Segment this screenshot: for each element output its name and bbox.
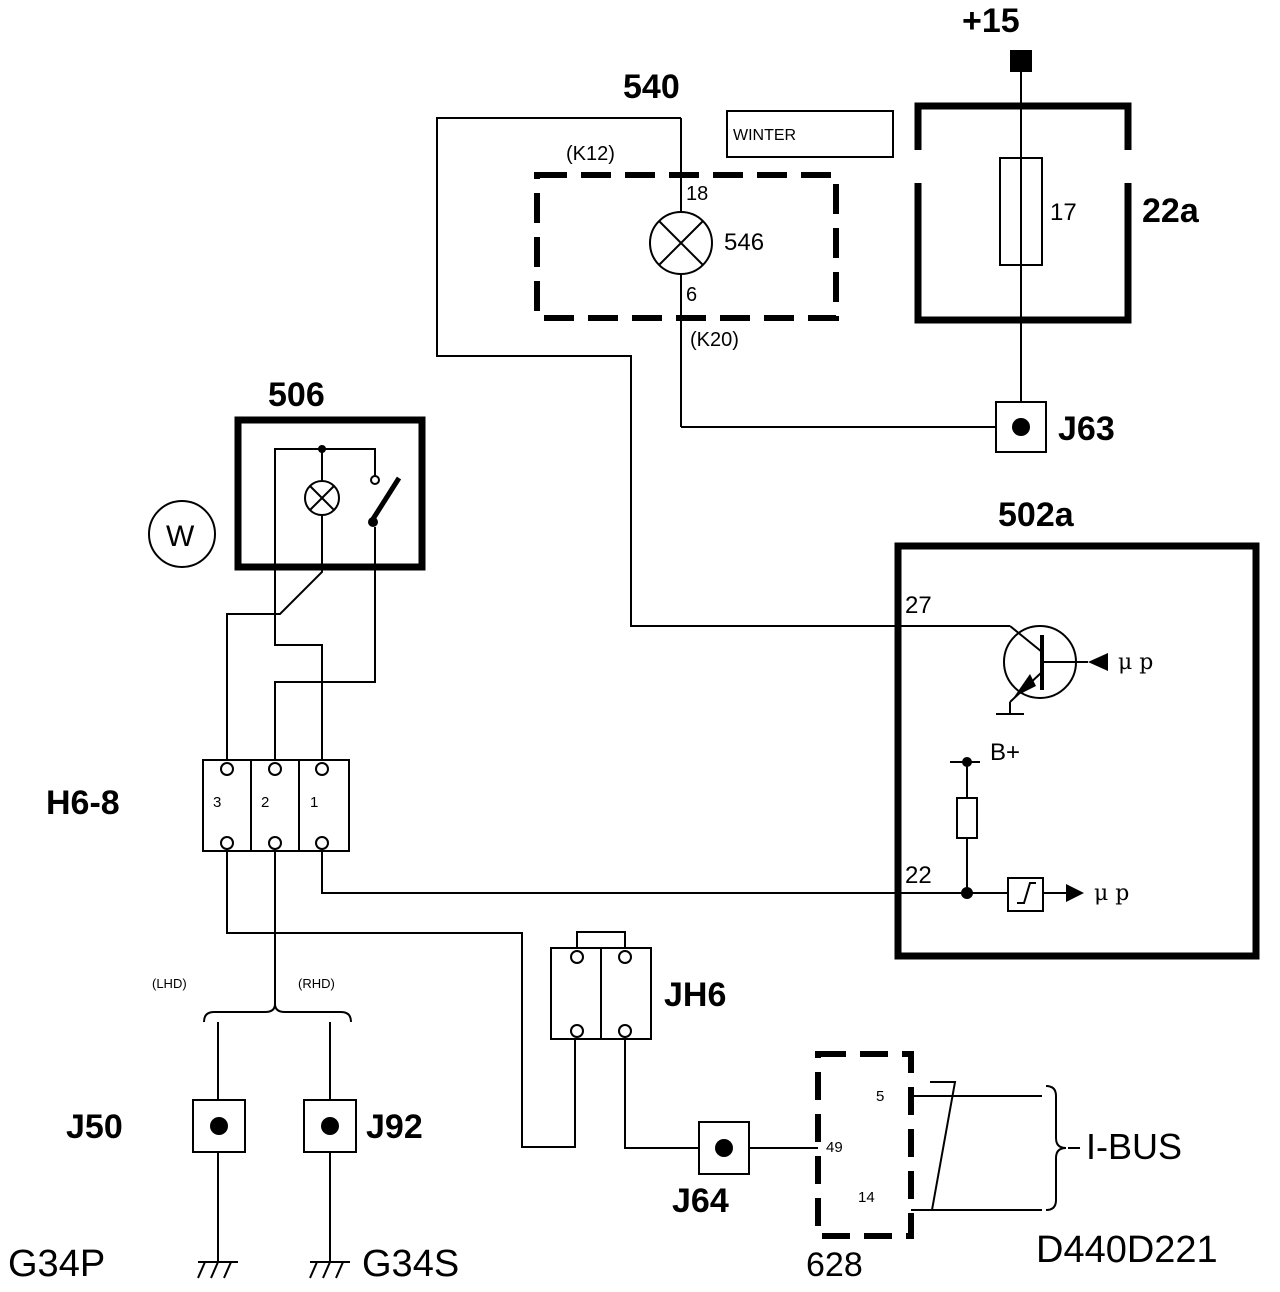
ground-right-label: G34S xyxy=(362,1243,459,1285)
switch-label: 506 xyxy=(268,376,325,414)
j92-label: J92 xyxy=(366,1108,423,1146)
fuse-box-label: 22a xyxy=(1142,192,1200,230)
cluster-pin-18: 18 xyxy=(686,183,708,205)
rhd-label: (RHD) xyxy=(298,976,335,991)
splice-j50: J50 xyxy=(66,1099,246,1153)
winter-label: WINTER xyxy=(733,127,796,144)
connector-label: H6-8 xyxy=(46,784,120,822)
module-pin-22: 22 xyxy=(905,862,932,889)
conn-pin-2: 2 xyxy=(261,794,269,811)
cluster-conn-top: (K12) xyxy=(566,143,615,165)
j64-label: J64 xyxy=(672,1182,729,1220)
cluster-label: 540 xyxy=(623,68,680,106)
module-628: 5 49 14 628 xyxy=(806,1051,914,1284)
diagram-id: D440D221 xyxy=(1036,1229,1218,1271)
ground-g34p: G34P xyxy=(8,1243,238,1285)
module-label: 502a xyxy=(998,496,1075,534)
pullup-resistor xyxy=(956,797,978,839)
lamp-546-label: 546 xyxy=(724,229,764,256)
cluster-outline xyxy=(534,172,839,321)
switch-lever-icon xyxy=(370,476,402,521)
conn-pin-1: 1 xyxy=(310,794,318,811)
lhd-label: (LHD) xyxy=(152,976,187,991)
conn-pin-3: 3 xyxy=(213,794,221,811)
schmitt-trigger-icon xyxy=(1007,877,1044,912)
switch-506: 506 xyxy=(234,376,426,571)
w-symbol: W xyxy=(148,500,216,568)
splice-j64: J64 xyxy=(672,1121,750,1220)
cluster-conn-bottom: (K20) xyxy=(690,329,739,351)
ground-left-label: G34P xyxy=(8,1243,105,1285)
supply-label: +15 xyxy=(962,2,1020,40)
instrument-cluster-540: 540 (K12) (K20) 18 6 546 xyxy=(534,68,996,428)
connector-h6-8: H6-8 3 2 1 xyxy=(46,759,350,852)
wire-jh6-to-j64 xyxy=(624,1037,699,1149)
fuse-label: 17 xyxy=(1050,199,1077,226)
splice-j63: J63 xyxy=(995,401,1115,453)
jumper-jh6: JH6 xyxy=(550,931,726,1040)
splice-j63-label: J63 xyxy=(1058,410,1115,448)
winter-box: WINTER xyxy=(726,110,894,158)
b-plus-label: B+ xyxy=(990,739,1020,766)
wire-conn1-to-module xyxy=(321,849,1005,894)
pin-14: 14 xyxy=(858,1189,875,1206)
cluster-pin-6: 6 xyxy=(686,284,697,306)
pin-5: 5 xyxy=(876,1088,884,1105)
module-502a: 502a 27 22 μ p B+ μ p xyxy=(894,496,1260,960)
supply-terminal xyxy=(1010,50,1032,72)
jumper-label: JH6 xyxy=(664,976,726,1014)
mu-p-1: μ p xyxy=(1118,650,1153,675)
w-symbol-label: W xyxy=(166,520,195,553)
wire-cluster-to-module xyxy=(436,117,1010,627)
pin-49: 49 xyxy=(826,1139,843,1156)
splice-j92: J92 xyxy=(303,1099,423,1153)
module-pin-27: 27 xyxy=(905,592,932,619)
switch-to-connector-wires xyxy=(226,566,376,765)
j50-label: J50 xyxy=(66,1108,123,1146)
ibus-label: I-BUS xyxy=(1086,1126,1182,1167)
ground-g34s: G34S xyxy=(309,1243,459,1285)
mu-p-2: μ p xyxy=(1094,881,1129,906)
lower-left-wiring: (LHD) (RHD) xyxy=(152,849,576,1258)
fuse-box-22a: 17 22a xyxy=(914,102,1200,324)
module-628-label: 628 xyxy=(806,1246,863,1284)
ibus-wiring: I-BUS xyxy=(911,1081,1182,1211)
